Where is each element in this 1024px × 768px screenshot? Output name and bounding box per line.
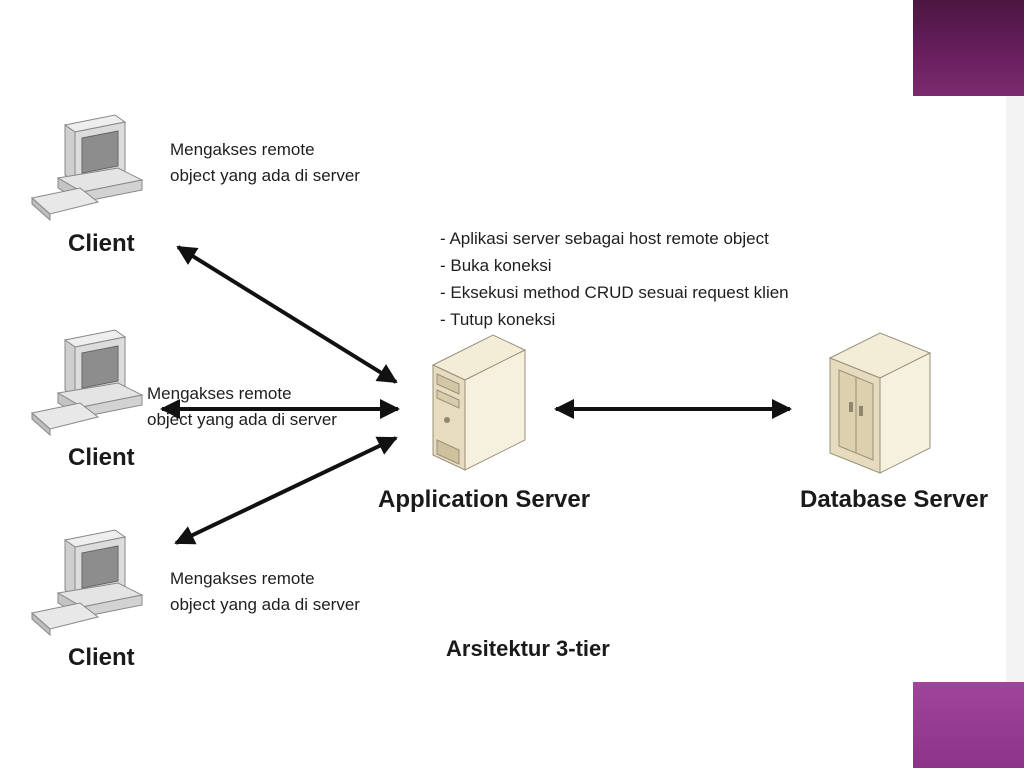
db-server-label: Database Server	[800, 486, 989, 513]
bullet-item: - Buka koneksi	[440, 256, 552, 275]
bullet-item: - Aplikasi server sebagai host remote ob…	[440, 229, 769, 248]
app-server-label: Application Server	[378, 486, 591, 513]
desktop-computer-icon	[30, 114, 144, 222]
arrow-client3-app	[174, 436, 398, 545]
arrow-client1-app	[176, 245, 398, 384]
client-label: Client	[68, 444, 135, 471]
client-note: Mengakses remote object yang ada di serv…	[170, 137, 360, 189]
accent-bar-bottom	[913, 682, 1024, 768]
accent-strip-right	[1006, 96, 1024, 682]
database-server-icon	[828, 332, 932, 474]
desktop-computer-icon	[30, 329, 144, 437]
server-tower-icon	[431, 334, 527, 471]
client-note-line: Mengakses remote	[170, 140, 315, 159]
bullet-item: - Tutup koneksi	[440, 310, 556, 329]
app-server-bullets: - Aplikasi server sebagai host remote ob…	[440, 225, 789, 333]
client-note-line: Mengakses remote	[170, 569, 315, 588]
bullet-item: - Eksekusi method CRUD sesuai request kl…	[440, 283, 789, 302]
client-note-line: object yang ada di server	[147, 410, 337, 429]
client-note: Mengakses remote object yang ada di serv…	[170, 566, 360, 618]
desktop-computer-icon	[30, 529, 144, 637]
client-note-line: object yang ada di server	[170, 166, 360, 185]
client-label: Client	[68, 644, 135, 671]
client-note: Mengakses remote object yang ada di serv…	[147, 381, 337, 433]
accent-bar-top	[913, 0, 1024, 96]
client-label: Client	[68, 230, 135, 257]
client-note-line: Mengakses remote	[147, 384, 292, 403]
client-note-line: object yang ada di server	[170, 595, 360, 614]
diagram-caption: Arsitektur 3-tier	[446, 636, 610, 661]
